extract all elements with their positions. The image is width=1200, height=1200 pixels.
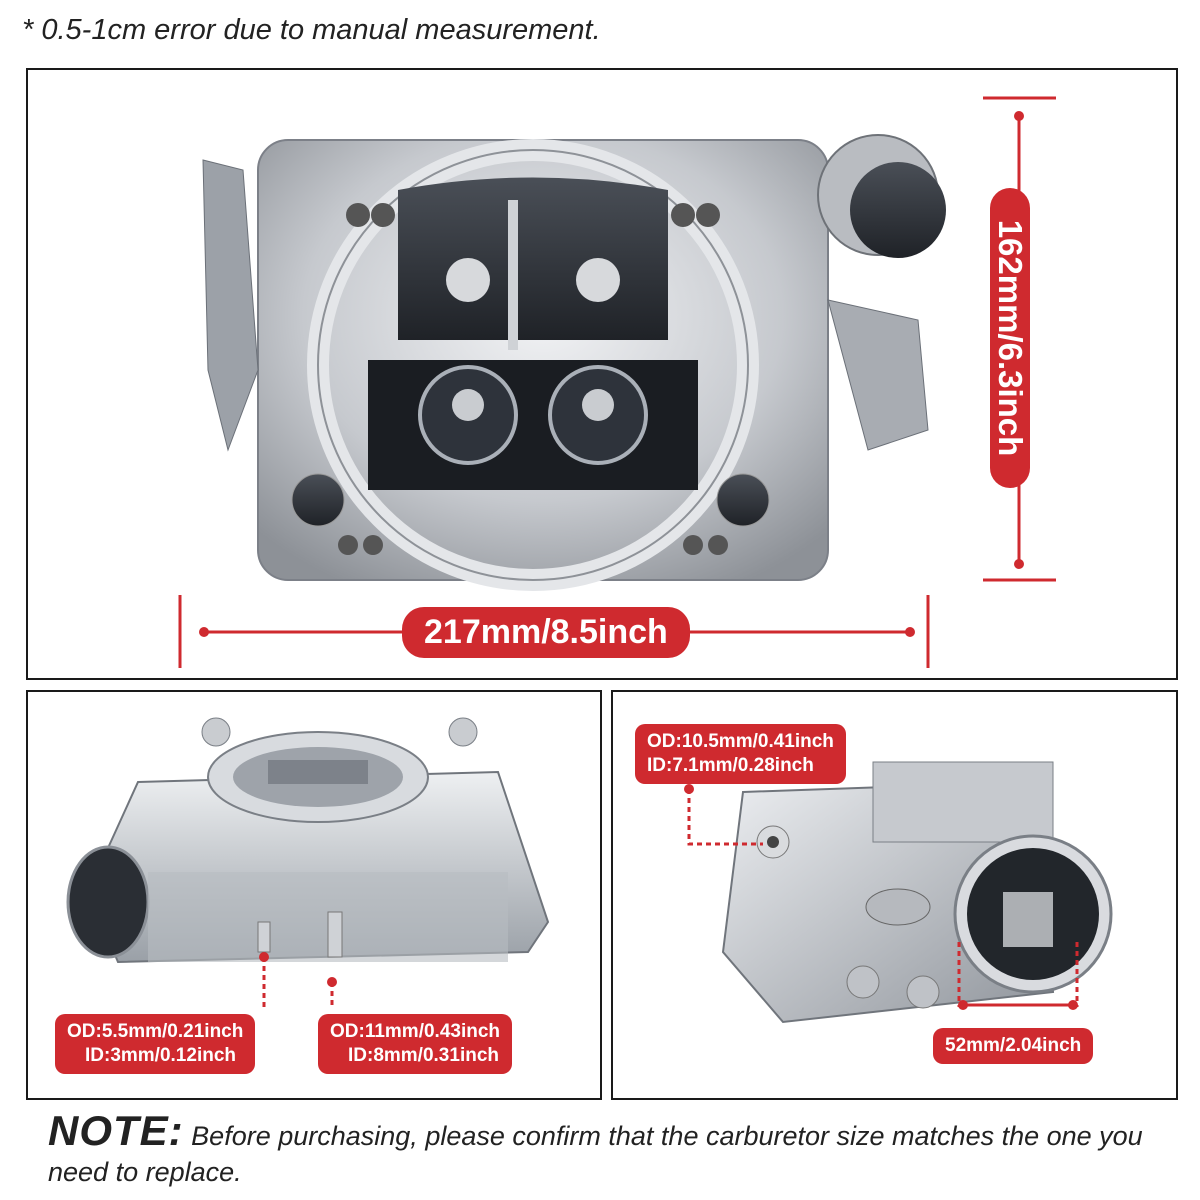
- height-dimension-label: 162mm/6.3inch: [990, 188, 1030, 488]
- fuel-inlet-od: OD:10.5mm/0.41inch: [647, 731, 834, 752]
- large-port-od: OD:11mm/0.43inch: [330, 1021, 501, 1042]
- large-port-id: ID:8mm/0.31inch: [348, 1045, 499, 1066]
- top-view-panel: [26, 68, 1178, 680]
- large-port-callout: OD:11mm/0.43inch ID:8mm/0.31inch: [318, 1014, 513, 1074]
- small-port-id: ID:3mm/0.12inch: [85, 1045, 236, 1066]
- choke-diameter-callout: 52mm/2.04inch: [933, 1028, 1094, 1064]
- carburetor-choke-view-illustration: [684, 761, 1113, 1024]
- measurement-error-note: * 0.5-1cm error due to manual measuremen…: [22, 14, 601, 46]
- small-port-od: OD:5.5mm/0.21inch: [67, 1021, 244, 1042]
- fuel-inlet-id: ID:7.1mm/0.28inch: [647, 755, 814, 776]
- small-port-callout: OD:5.5mm/0.21inch ID:3mm/0.12inch: [55, 1014, 256, 1074]
- carburetor-side-view-illustration: [66, 717, 550, 1007]
- choke-view-panel: OD:10.5mm/0.41inch ID:7.1mm/0.28inch 52m…: [611, 690, 1178, 1100]
- fuel-inlet-callout: OD:10.5mm/0.41inch ID:7.1mm/0.28inch: [635, 724, 846, 784]
- width-dimension-label: 217mm/8.5inch: [402, 607, 690, 658]
- purchase-note: NOTE: Before purchasing, please confirm …: [48, 1110, 1168, 1190]
- side-view-panel: OD:5.5mm/0.21inch ID:3mm/0.12inch OD:11m…: [26, 690, 602, 1100]
- carburetor-top-view-illustration: [178, 96, 1056, 668]
- note-text: Before purchasing, please confirm that t…: [48, 1121, 1143, 1187]
- note-label: NOTE:: [48, 1107, 184, 1154]
- height-dimension-text: 162mm/6.3inch: [992, 219, 1029, 457]
